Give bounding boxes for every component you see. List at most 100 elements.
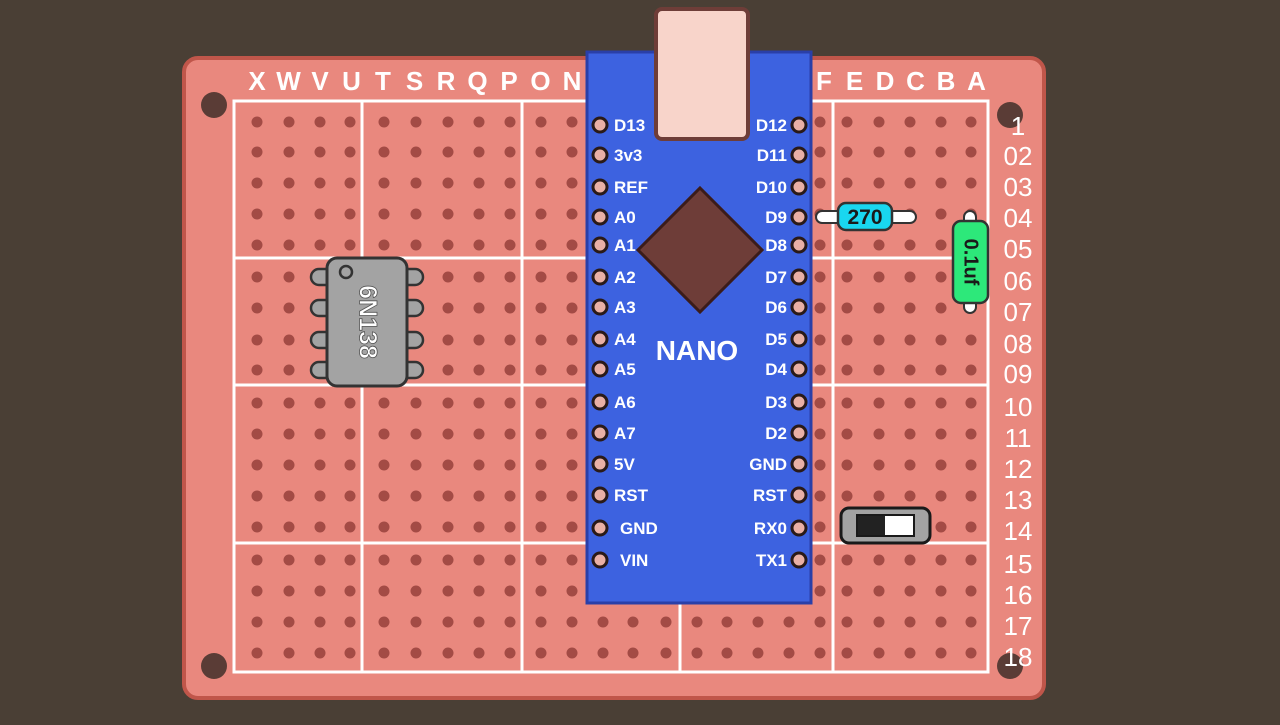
nano-pin-hole[interactable]: [790, 551, 808, 569]
usb-connector-icon: [654, 7, 750, 141]
column-letter: V: [311, 66, 329, 96]
nano-pin-hole[interactable]: [591, 330, 609, 348]
nano-pin-hole[interactable]: [790, 236, 808, 254]
board-hole: [535, 208, 547, 220]
nano-pin-hole[interactable]: [790, 360, 808, 378]
board-hole: [410, 116, 422, 128]
mount-hole-icon: [997, 102, 1023, 128]
column-letter: P: [500, 66, 517, 96]
switch-knob[interactable]: [858, 516, 885, 535]
nano-pin-hole[interactable]: [591, 236, 609, 254]
board-hole: [344, 116, 356, 128]
ic-6n138[interactable]: 6N138: [309, 256, 425, 388]
board-hole: [935, 585, 947, 597]
board-hole: [504, 397, 516, 409]
nano-pin-hole[interactable]: [790, 519, 808, 537]
nano-pin-hole[interactable]: [591, 551, 609, 569]
board-hole: [721, 616, 733, 628]
nano-pin-hole[interactable]: [591, 268, 609, 286]
board-hole: [566, 459, 578, 471]
nano-pin-hole[interactable]: [790, 208, 808, 226]
nano-pin-hole[interactable]: [790, 146, 808, 164]
board-hole: [904, 554, 916, 566]
nano-pin-hole[interactable]: [790, 424, 808, 442]
board-hole: [535, 302, 547, 314]
nano-pin-hole[interactable]: [591, 116, 609, 134]
nano-pin-hole[interactable]: [591, 393, 609, 411]
board-hole: [841, 177, 853, 189]
board-hole: [566, 554, 578, 566]
board-hole: [344, 490, 356, 502]
nano-pin-hole[interactable]: [591, 208, 609, 226]
mount-hole-icon: [201, 653, 227, 679]
nano-body: [585, 50, 813, 605]
board-hole: [378, 490, 390, 502]
board-hole: [965, 397, 977, 409]
board-hole: [904, 334, 916, 346]
nano-pin-label: D6: [765, 298, 787, 317]
board-hole: [841, 302, 853, 314]
board-hole: [473, 271, 485, 283]
board-hole: [814, 521, 826, 533]
nano-pin-hole[interactable]: [591, 360, 609, 378]
nano-pin-hole[interactable]: [790, 486, 808, 504]
board-hole: [627, 616, 639, 628]
board-hole: [535, 334, 547, 346]
board-hole: [904, 616, 916, 628]
board-hole: [251, 428, 263, 440]
nano-pin-hole[interactable]: [790, 116, 808, 134]
slide-switch[interactable]: [839, 506, 932, 545]
board-hole: [314, 585, 326, 597]
board-hole: [597, 616, 609, 628]
board-hole: [473, 334, 485, 346]
nano-pin-hole[interactable]: [591, 519, 609, 537]
row-number: 12: [1004, 454, 1033, 484]
capacitor-0-1uf[interactable]: 0.1uf: [951, 210, 990, 314]
nano-pin-hole[interactable]: [790, 268, 808, 286]
board-hole: [566, 585, 578, 597]
board-hole: [473, 302, 485, 314]
board-hole: [344, 428, 356, 440]
nano-pin-hole[interactable]: [591, 486, 609, 504]
board-hole: [721, 647, 733, 659]
board-hole: [873, 459, 885, 471]
nano-pin-hole[interactable]: [790, 178, 808, 196]
board-hole: [566, 521, 578, 533]
board-hole: [904, 364, 916, 376]
board-hole: [535, 459, 547, 471]
board-hole: [251, 616, 263, 628]
board-hole: [566, 616, 578, 628]
row-number: 02: [1004, 141, 1033, 171]
nano-label: NANO: [656, 335, 738, 366]
board-hole: [283, 239, 295, 251]
board-hole: [473, 177, 485, 189]
nano-pin-hole[interactable]: [591, 178, 609, 196]
board-hole: [841, 364, 853, 376]
board-hole: [535, 397, 547, 409]
board-hole: [504, 554, 516, 566]
nano-pin-hole[interactable]: [790, 393, 808, 411]
nano-pin-hole[interactable]: [790, 298, 808, 316]
board-hole: [251, 302, 263, 314]
resistor-270[interactable]: 270: [815, 201, 917, 232]
board-hole: [841, 554, 853, 566]
board-hole: [841, 585, 853, 597]
board-hole: [504, 302, 516, 314]
board-hole: [904, 647, 916, 659]
board-hole: [965, 459, 977, 471]
nano-pin-hole[interactable]: [591, 424, 609, 442]
nano-pin-hole[interactable]: [591, 298, 609, 316]
nano-pin-hole[interactable]: [591, 455, 609, 473]
board-hole: [935, 459, 947, 471]
nano-pin-hole[interactable]: [790, 455, 808, 473]
row-number: 13: [1004, 485, 1033, 515]
board-hole: [314, 177, 326, 189]
nano-pin-hole[interactable]: [591, 146, 609, 164]
arduino-nano[interactable]: NANO D133v3REFA0A1A2A3A4A5A6A75VRSTGNDVI…: [585, 7, 813, 605]
board-hole: [344, 239, 356, 251]
nano-pin-hole[interactable]: [790, 330, 808, 348]
board-hole: [841, 271, 853, 283]
board-hole: [965, 334, 977, 346]
